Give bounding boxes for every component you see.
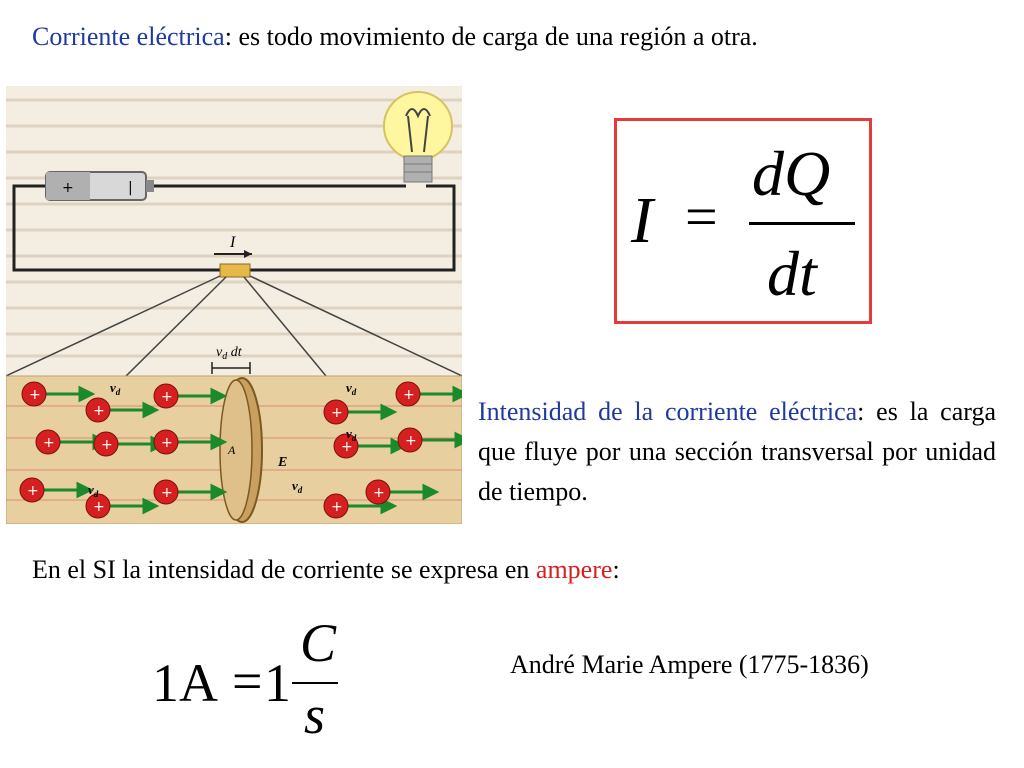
si-unit-line: En el SI la intensidad de corriente se e…: [32, 555, 620, 585]
field-label: E: [277, 455, 287, 470]
charge-sign: +: [93, 499, 105, 515]
charge-carriers: + + + + + + + + + + + + + + +: [19, 381, 462, 519]
positive-charge: [21, 381, 47, 407]
positive-charge: [365, 479, 391, 505]
drift-arrow: [44, 481, 94, 499]
battery-plus: +: [62, 180, 74, 196]
formula-equals: =: [685, 184, 718, 249]
charge-sign: +: [373, 485, 385, 501]
positive-charge: [395, 381, 421, 407]
formula-lhs: I: [631, 184, 653, 257]
positive-charge: [93, 431, 119, 457]
charge-sign: +: [341, 439, 353, 455]
svg-text:vd dt: vd dt: [216, 345, 243, 362]
drift-arrow: [420, 385, 462, 403]
area-label: A: [227, 443, 236, 457]
charge-sign: +: [331, 499, 343, 515]
current-formula-box: I = dQ dt: [614, 118, 872, 324]
drift-arrow: [390, 483, 440, 501]
formula-fraction-bar: [749, 222, 855, 225]
si-after: :: [612, 555, 620, 584]
vd-label-4: vd: [88, 482, 99, 499]
charge-sign: +: [161, 485, 173, 501]
charge-sign: +: [29, 387, 41, 403]
vd-label-1: vd: [110, 380, 121, 397]
drift-distance-label: vd dt: [211, 345, 251, 374]
drift-arrow: [110, 497, 160, 515]
charge-sign: +: [27, 483, 39, 499]
drift-arrow: [46, 385, 96, 403]
heading-text: Corriente eléctrica: es todo movimiento …: [32, 22, 758, 52]
positive-charge: [323, 399, 349, 425]
conductor-illustration: + | I vd dt A + + + + + + + + + + + + + + + E: [6, 86, 462, 524]
positive-charge: [333, 433, 359, 459]
ampere-equation: 1A = 1 C s: [140, 612, 370, 752]
drift-arrow: [422, 431, 462, 449]
heading-rest: : es todo movimiento de carga de una reg…: [224, 22, 758, 51]
wire-segment: [219, 263, 251, 278]
vd-label-2: vd: [346, 380, 357, 397]
battery-icon: + |: [45, 171, 154, 201]
cross-section-face: [219, 379, 253, 521]
si-before: En el SI la intensidad de corriente se e…: [32, 555, 536, 584]
drift-arrow: [178, 387, 228, 405]
formula-denominator: dt: [767, 238, 817, 309]
formula-numerator: dQ: [752, 138, 831, 209]
positive-charge: [35, 429, 61, 455]
positive-charge: [19, 477, 45, 503]
positive-charge: [397, 427, 423, 453]
drift-arrow: [110, 401, 160, 419]
positive-charge: [323, 493, 349, 519]
si-term: ampere: [535, 555, 613, 584]
positive-charge: [85, 493, 111, 519]
ampere-equals: =: [232, 651, 263, 711]
current-arrowhead: [244, 250, 252, 258]
charge-sign: +: [331, 405, 343, 421]
charge-sign: +: [405, 433, 417, 449]
heading-term: Corriente eléctrica: [32, 22, 225, 51]
ampere-fraction-bar: [292, 682, 338, 684]
positive-charge: [153, 429, 179, 455]
current-label: I: [229, 234, 236, 251]
ampere-denominator: s: [304, 685, 326, 745]
charge-sign: +: [101, 437, 113, 453]
ampere-credit: André Marie Ampere (1775-1836): [510, 650, 869, 679]
ampere-coef: 1: [264, 653, 291, 713]
drift-arrow: [178, 483, 228, 501]
battery-minus: |: [128, 180, 133, 196]
intensity-definition: Intensidad de la corriente eléctrica: es…: [478, 392, 996, 512]
ampere-numerator: C: [300, 613, 337, 673]
charge-sign: +: [93, 403, 105, 419]
drift-arrow: [348, 403, 398, 421]
light-bulb-icon: [383, 91, 453, 183]
ampere-lhs: 1A: [152, 653, 218, 713]
charge-sign: +: [161, 435, 173, 451]
charge-sign: +: [403, 387, 415, 403]
vd-label-5: vd: [292, 478, 303, 495]
magnification-lines: [6, 275, 462, 377]
charge-sign: +: [161, 389, 173, 405]
positive-charge: [153, 383, 179, 409]
vd-label-3: vd: [346, 426, 357, 443]
positive-charge: [153, 479, 179, 505]
drift-arrow: [178, 433, 228, 451]
intensity-term: Intensidad de la corriente eléctrica: [478, 397, 858, 426]
positive-charge: [85, 397, 111, 423]
intensity-rest: : es la carga que fluye por una sección …: [478, 397, 996, 506]
background-text-lines: [6, 98, 462, 358]
charge-sign: +: [43, 435, 55, 451]
